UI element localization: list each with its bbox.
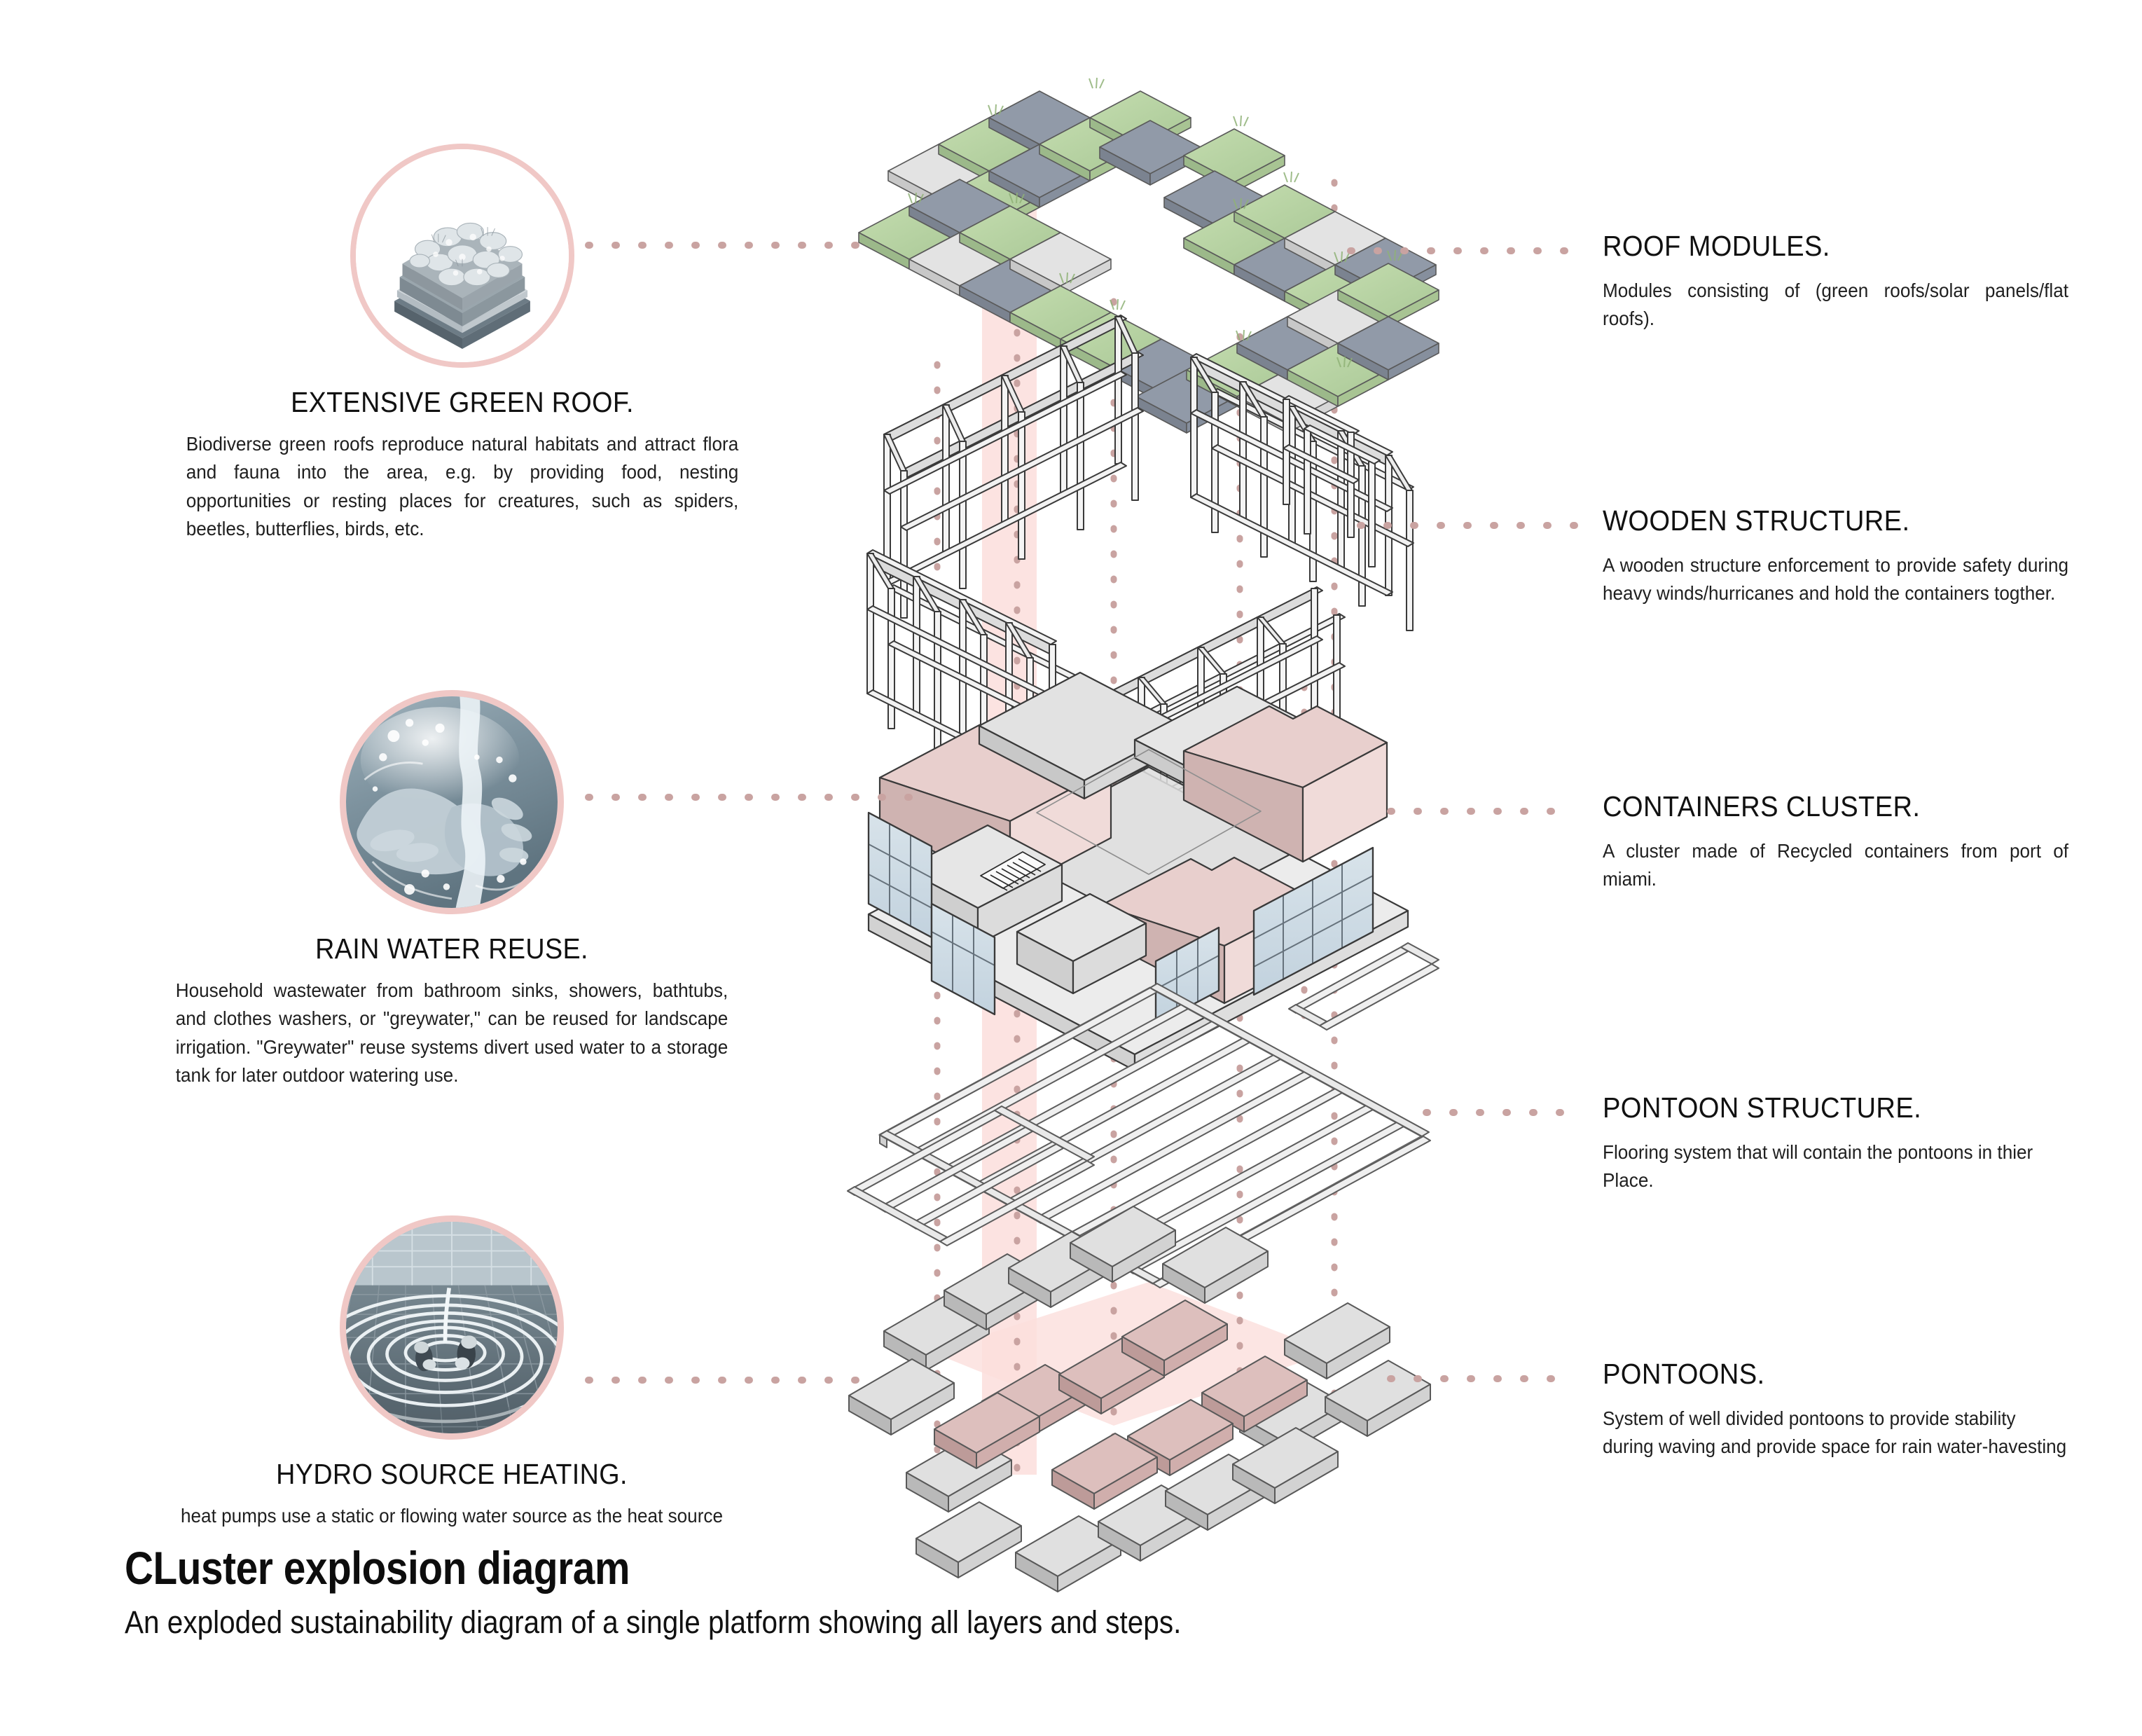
label-body: A wooden structure enforcement to provid… [1603,554,2068,605]
label-title: PONTOON STRUCTURE. [1603,1091,1922,1124]
leader-lines [585,242,1578,1384]
callout-title: EXTENSIVE GREEN ROOF. [291,386,634,418]
pontoons-layer [848,1206,1431,1592]
label-body: Modules consisting of (green roofs/solar… [1603,280,2068,330]
label-pontoons: PONTOONS. System of well divided pontoon… [1603,1358,2093,1461]
title-block: CLuster explosion diagram An exploded su… [125,1541,1299,1641]
label-containers-cluster: CONTAINERS CLUSTER. A cluster made of Re… [1603,790,2093,893]
callout-title: RAIN WATER REUSE. [315,932,588,965]
callout-body: heat pumps use a static or flowing water… [180,1505,724,1527]
roof-modules-layer [858,77,1439,434]
callout-rain-water-reuse: RAIN WATER REUSE. Household wastewater f… [151,690,753,1090]
page-title: CLuster explosion diagram [125,1542,630,1594]
hands-catching-water-photo [340,690,564,914]
page-subtitle: An exploded sustainability diagram of a … [125,1604,1182,1640]
label-title: WOODEN STRUCTURE. [1603,504,1910,537]
pontoon-structure-layer [847,942,1439,1288]
label-title: CONTAINERS CLUSTER. [1603,790,1921,822]
label-wooden-structure: WOODEN STRUCTURE. A wooden structure enf… [1603,504,2093,607]
callout-title: HYDRO SOURCE HEATING. [276,1458,628,1490]
label-roof-modules: ROOF MODULES. Modules consisting of (gre… [1603,230,2093,333]
green-roof-buildup-illustration [350,144,574,368]
label-title: ROOF MODULES. [1603,230,1830,262]
containers-cluster-layer [867,671,1409,1072]
label-title: PONTOONS. [1603,1358,1765,1390]
label-body: A cluster made of Recycled containers fr… [1603,840,2068,890]
label-pontoon-structure: PONTOON STRUCTURE. Flooring system that … [1603,1091,2093,1194]
label-body: Flooring system that will contain the po… [1603,1141,2033,1192]
callout-body: Household wastewater from bathroom sinks… [175,979,728,1087]
callout-body: Biodiverse green roofs reproduce natural… [186,433,739,540]
callout-extensive-green-roof: EXTENSIVE GREEN ROOF. Biodiverse green r… [161,144,763,544]
staircase [980,851,1046,891]
callout-hydro-source-heating: HYDRO SOURCE HEATING. heat pumps use a s… [151,1215,753,1530]
label-body: System of well divided pontoons to provi… [1603,1407,2067,1458]
ground-loop-pipe-coils-photo [340,1215,564,1440]
